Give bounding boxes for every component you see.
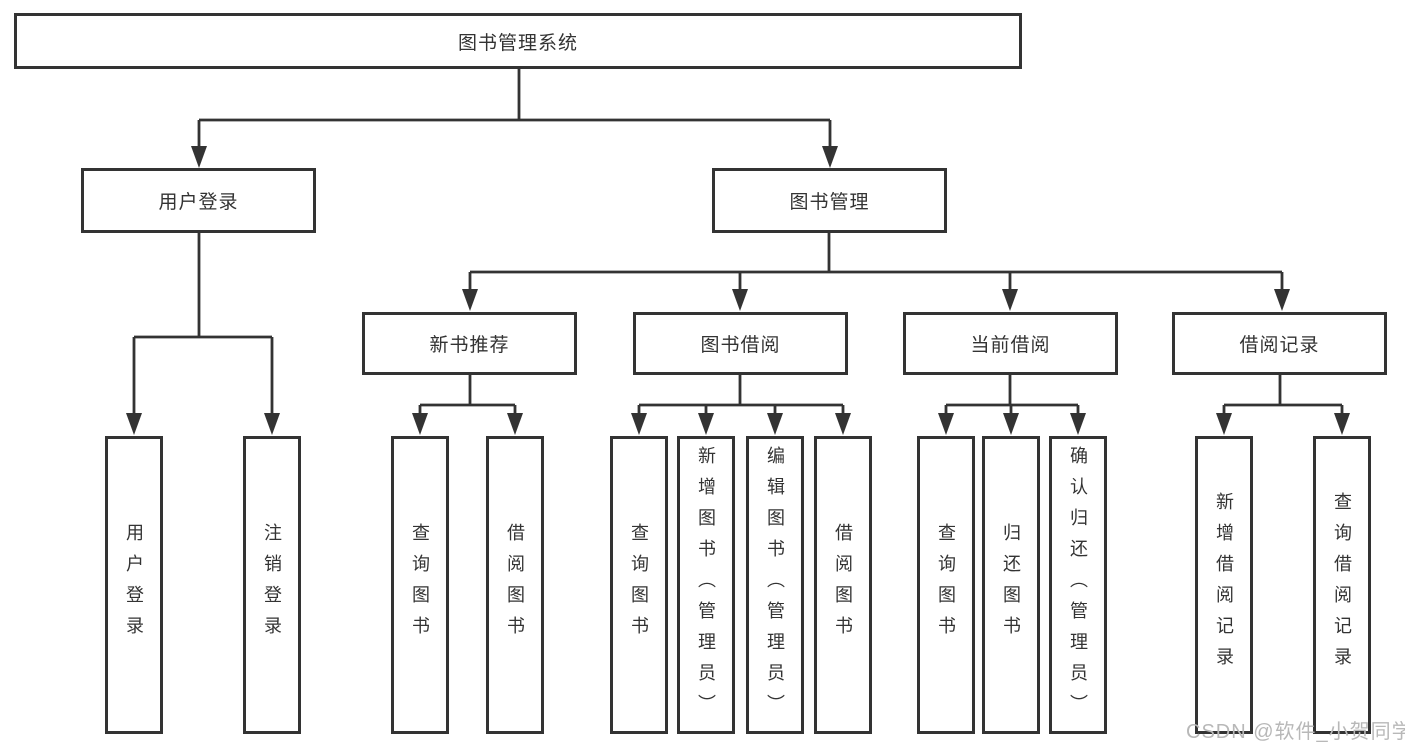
node-current-borrowing: 当前借阅 — [903, 312, 1118, 375]
leaf-borrow-books-1: 借阅图书 — [486, 436, 544, 734]
node-label: 用户登录 — [158, 192, 239, 213]
node-book-management: 图书管理 — [712, 168, 947, 233]
arrowhead-icon — [822, 146, 838, 168]
leaf-return-books: 归还图书 — [982, 436, 1040, 734]
arrowhead-icon — [1070, 413, 1086, 435]
arrowhead-icon — [938, 413, 954, 435]
leaf-user-login: 用户登录 — [105, 436, 163, 734]
leaf-add-books-admin: 新增图书（管理员） — [677, 436, 735, 734]
connector-user-login-to-leaves — [126, 233, 280, 435]
arrowhead-icon — [631, 413, 647, 435]
node-label: 图书管理 — [789, 192, 870, 213]
leaf-logout: 注销登录 — [243, 436, 301, 734]
csdn-watermark: CSDN @软件_小贺同学 — [1186, 721, 1405, 743]
connector-current-to-leaves — [938, 375, 1086, 435]
leaf-edit-books-admin: 编辑图书（管理员） — [746, 436, 804, 734]
leaf-query-books-1: 查询图书 — [391, 436, 449, 734]
leaf-label: 查询图书 — [410, 523, 430, 647]
node-new-book-recommendation: 新书推荐 — [362, 312, 577, 375]
leaf-label: 借阅图书 — [833, 523, 853, 647]
connector-book-mgmt-to-level3 — [462, 233, 1290, 311]
node-label: 借阅记录 — [1239, 335, 1320, 356]
node-label: 当前借阅 — [970, 335, 1051, 356]
leaf-add-borrow-record: 新增借阅记录 — [1195, 436, 1253, 734]
leaf-label: 注销登录 — [262, 523, 282, 647]
arrowhead-icon — [698, 413, 714, 435]
arrowhead-icon — [1216, 413, 1232, 435]
leaf-confirm-return-admin: 确认归还（管理员） — [1049, 436, 1107, 734]
node-book-borrowing: 图书借阅 — [633, 312, 848, 375]
arrowhead-icon — [412, 413, 428, 435]
connector-borrow-to-leaves — [631, 375, 851, 435]
leaf-label: 查询图书 — [629, 523, 649, 647]
node-label: 新书推荐 — [429, 335, 510, 356]
node-library-management-system: 图书管理系统 — [14, 13, 1022, 69]
arrowhead-icon — [1002, 289, 1018, 311]
leaf-label: 借阅图书 — [505, 523, 525, 647]
arrowhead-icon — [732, 289, 748, 311]
connector-root-to-level2 — [191, 69, 838, 168]
leaf-query-books-2: 查询图书 — [610, 436, 668, 734]
leaf-label: 用户登录 — [124, 523, 144, 647]
node-label: 图书借阅 — [700, 335, 781, 356]
node-label: 图书管理系统 — [457, 32, 578, 54]
leaf-label: 确认归还（管理员） — [1068, 445, 1088, 725]
leaf-label: 查询借阅记录 — [1332, 492, 1352, 678]
leaf-label: 编辑图书（管理员） — [765, 445, 785, 725]
arrowhead-icon — [1003, 413, 1019, 435]
leaf-query-books-3: 查询图书 — [917, 436, 975, 734]
leaf-label: 新增借阅记录 — [1214, 492, 1234, 678]
connector-new-books-to-leaves — [412, 375, 523, 435]
leaf-label: 查询图书 — [936, 523, 956, 647]
arrowhead-icon — [264, 413, 280, 435]
leaf-label: 归还图书 — [1001, 523, 1021, 647]
arrowhead-icon — [462, 289, 478, 311]
leaf-query-borrow-record: 查询借阅记录 — [1313, 436, 1371, 734]
leaf-borrow-books-2: 借阅图书 — [814, 436, 872, 734]
connector-records-to-leaves — [1216, 375, 1350, 435]
arrowhead-icon — [767, 413, 783, 435]
node-user-login: 用户登录 — [81, 168, 316, 233]
arrowhead-icon — [835, 413, 851, 435]
leaf-label: 新增图书（管理员） — [696, 445, 716, 725]
arrowhead-icon — [126, 413, 142, 435]
arrowhead-icon — [507, 413, 523, 435]
arrowhead-icon — [191, 146, 207, 168]
arrowhead-icon — [1274, 289, 1290, 311]
node-borrowing-records: 借阅记录 — [1172, 312, 1387, 375]
arrowhead-icon — [1334, 413, 1350, 435]
